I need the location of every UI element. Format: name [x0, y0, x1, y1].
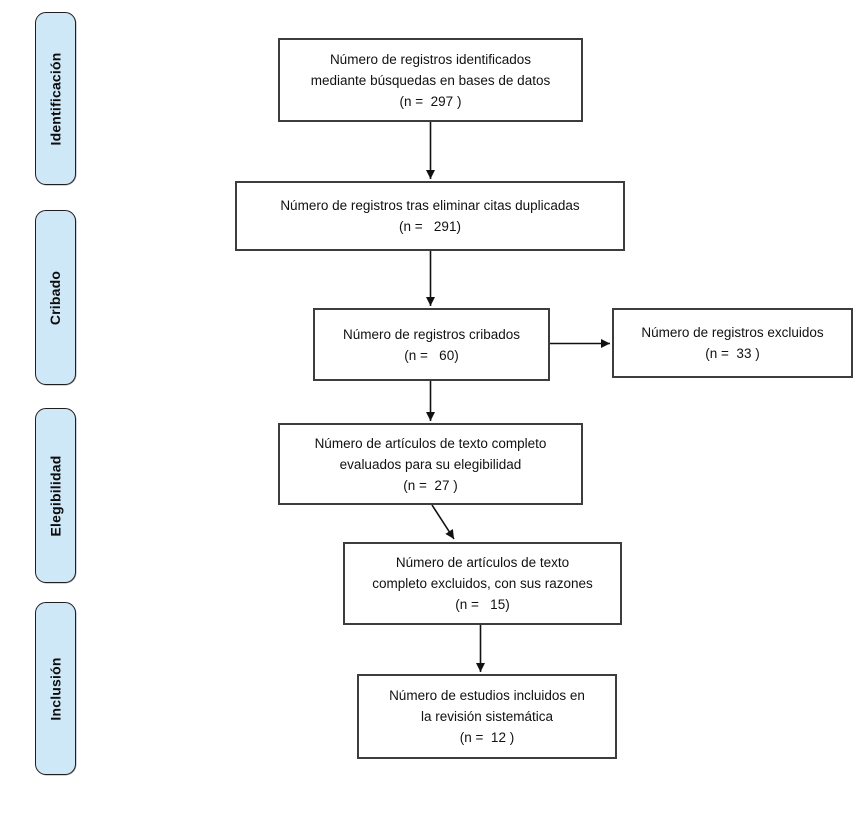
- box-text-line: la revisión sistemática: [420, 709, 554, 724]
- stage-label-text: Elegibilidad: [47, 455, 64, 536]
- box-count-line: (n = 291): [399, 219, 461, 234]
- box-text-line: completo excluidos, con sus razones: [372, 576, 593, 591]
- flow-box-screened: Número de registros cribados (n = 60): [313, 308, 550, 381]
- stage-label-text: Cribado: [47, 270, 64, 325]
- box-text-line: Número de registros tras eliminar citas …: [280, 198, 580, 213]
- flow-box-included: Número de estudios incluidos en la revis…: [357, 674, 617, 759]
- flow-box-identified: Número de registros identificados median…: [278, 38, 583, 122]
- stage-label-text: Inclusión: [47, 656, 64, 721]
- stage-label-inclusion: Inclusión: [35, 602, 76, 775]
- box-text-line: Número de artículos de texto completo: [314, 435, 547, 451]
- box-count-line: (n = 12 ): [459, 730, 515, 745]
- box-count-line: (n = 27 ): [403, 477, 458, 493]
- box-text-line: mediante búsquedas en bases de datos: [310, 72, 551, 88]
- box-count-line: (n = 297 ): [399, 93, 462, 109]
- box-text-line: evaluados para su elegibilidad: [339, 456, 522, 472]
- box-text-line: Número de registros cribados: [342, 326, 521, 342]
- stage-label-cribado: Cribado: [35, 210, 76, 385]
- stage-label-identificacion: Identificación: [35, 12, 76, 185]
- box-text-line: Número de registros excluidos: [641, 325, 824, 340]
- box-count-line: (n = 33 ): [705, 346, 760, 361]
- flow-box-excluded: Número de registros excluidos (n = 33 ): [612, 308, 853, 378]
- box-count-line: (n = 60): [404, 347, 459, 363]
- stage-label-elegibilidad: Elegibilidad: [35, 408, 76, 583]
- flow-box-fulltext-assessed: Número de artículos de texto completo ev…: [278, 423, 583, 505]
- arrow-fulltext-to-fulltext-excluded: [431, 504, 455, 540]
- box-text-line: Número de estudios incluidos en: [389, 688, 585, 703]
- flow-box-fulltext-excluded: Número de artículos de texto completo ex…: [343, 542, 622, 625]
- box-text-line: Número de artículos de texto: [395, 555, 570, 570]
- box-text-line: Número de registros identificados: [329, 51, 532, 67]
- box-count-line: (n = 15): [455, 597, 510, 612]
- flow-box-deduplicated: Número de registros tras eliminar citas …: [235, 181, 625, 251]
- stage-label-text: Identificación: [47, 51, 64, 146]
